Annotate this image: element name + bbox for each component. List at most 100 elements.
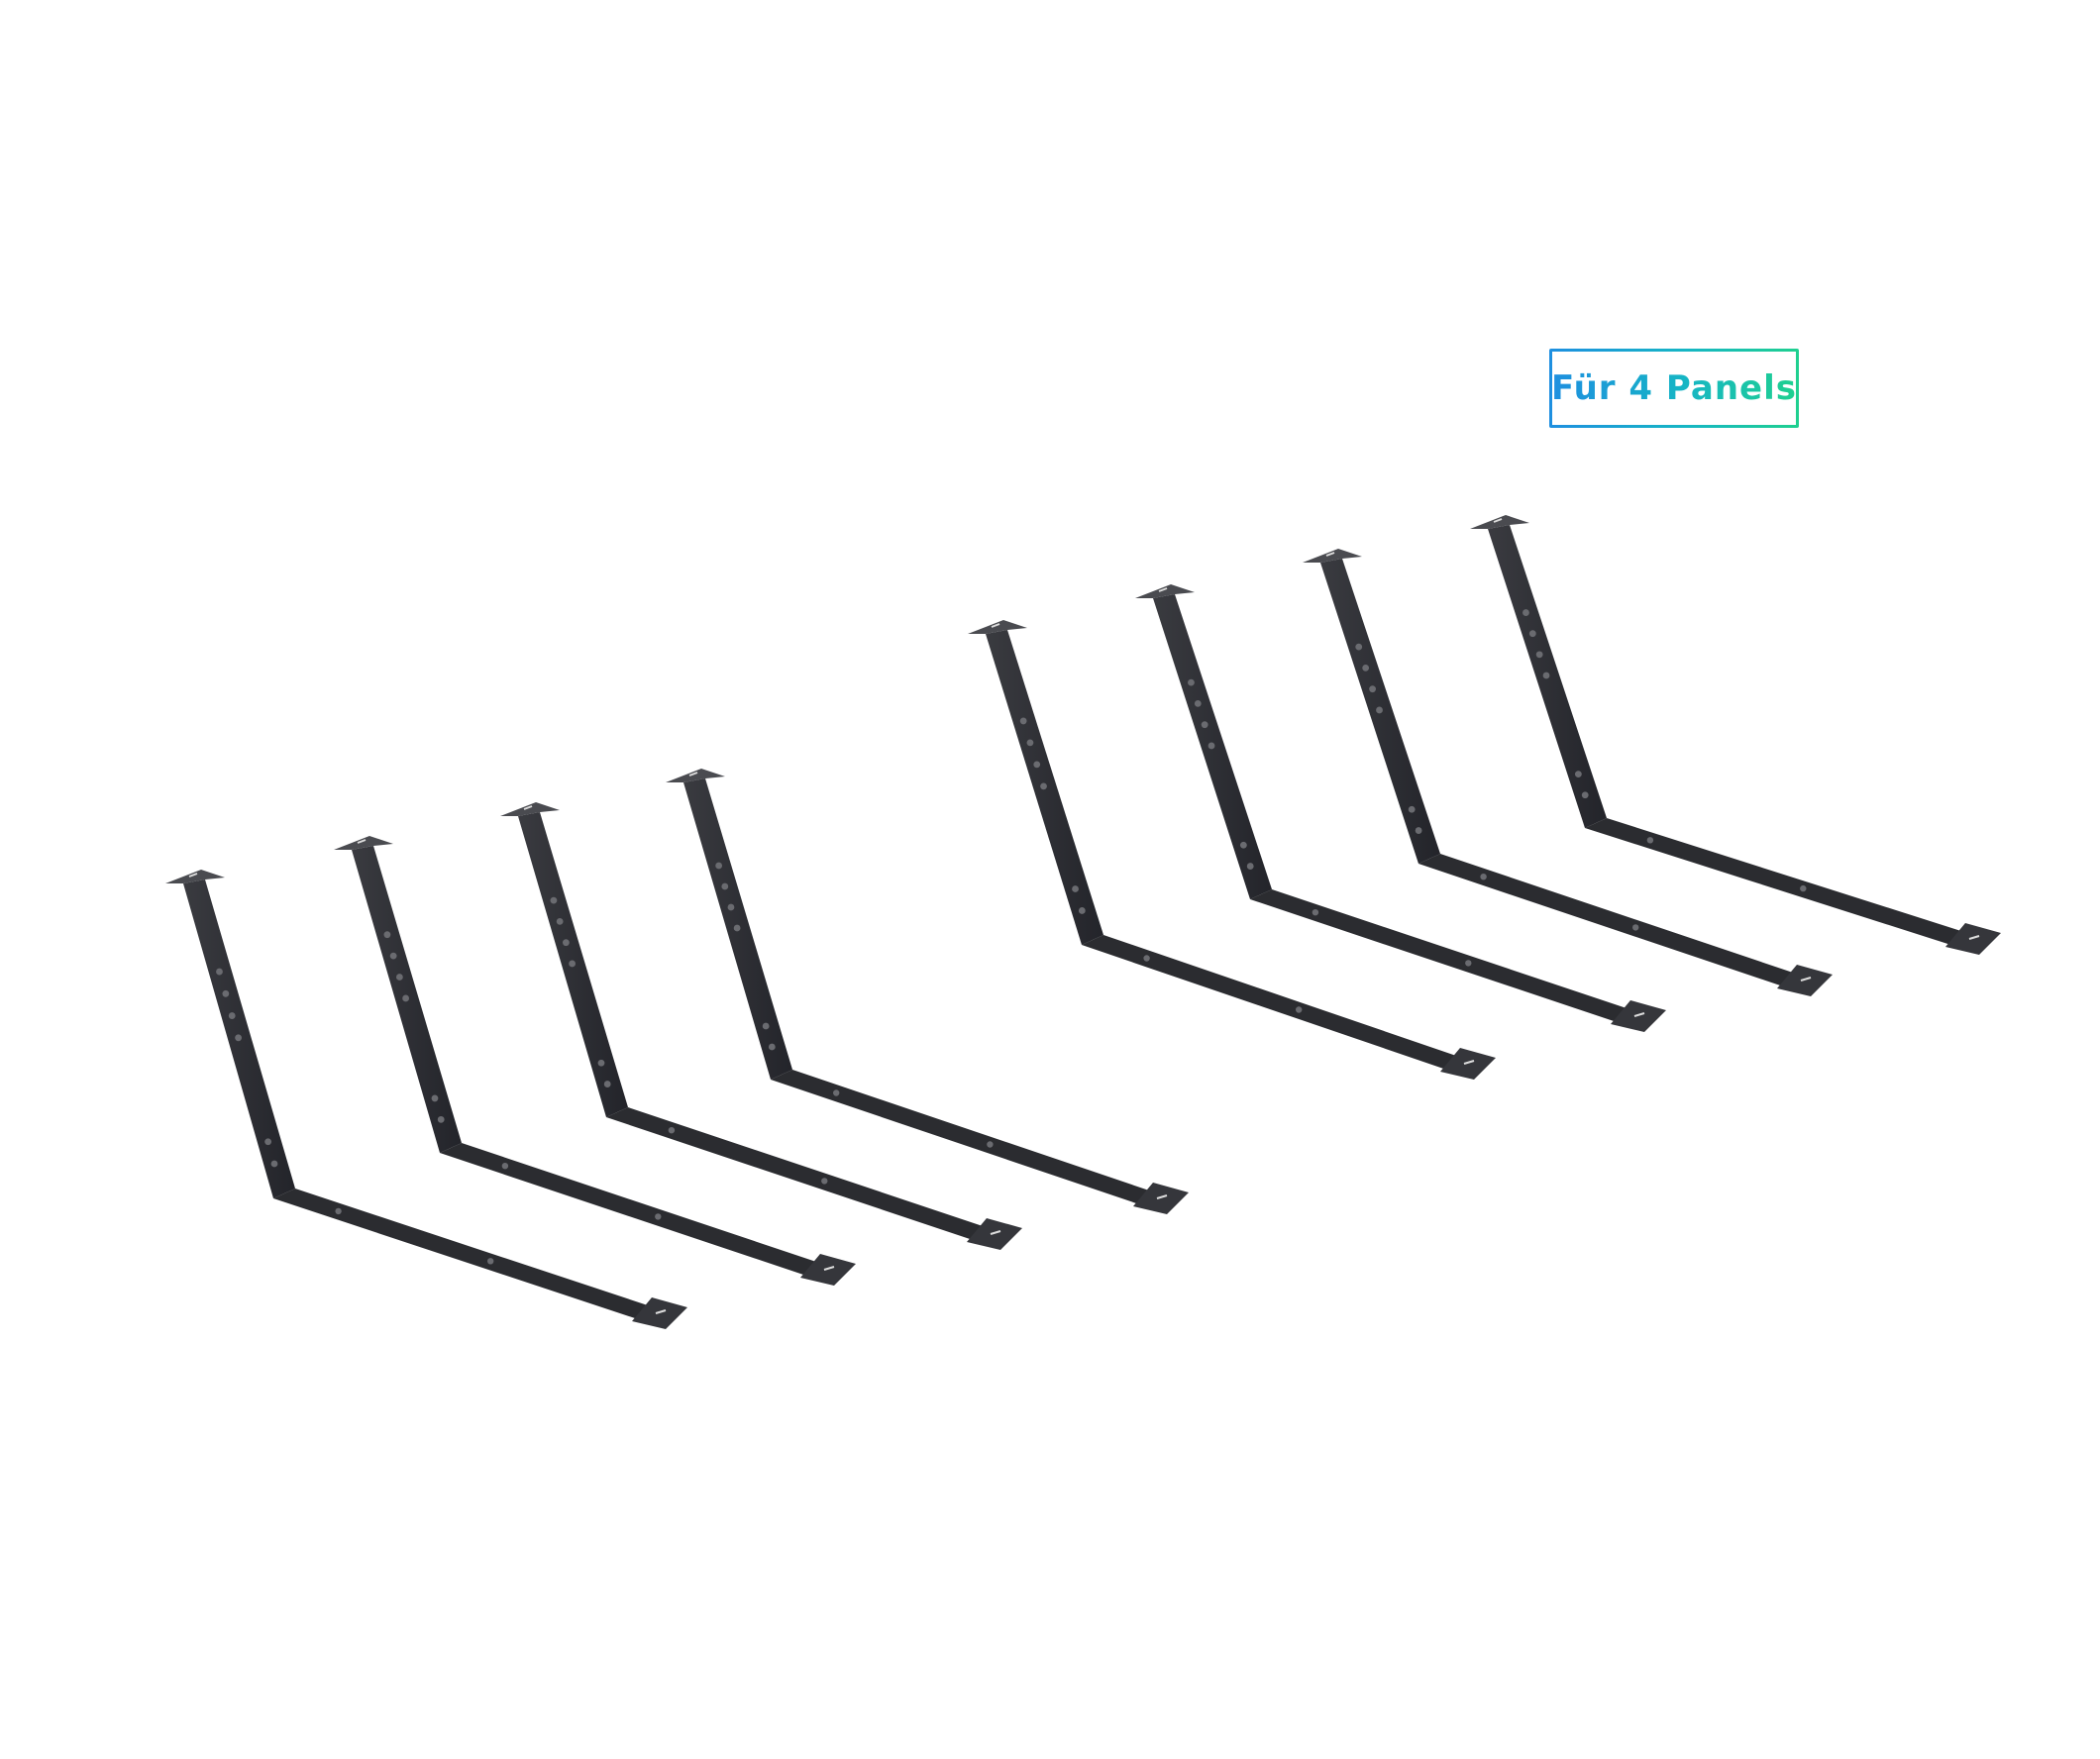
bracket-top-tab (968, 620, 1027, 634)
bracket-hole (1078, 907, 1086, 914)
bracket-hole (1581, 791, 1589, 799)
bracket-hole (1522, 609, 1529, 616)
bracket-hole (562, 939, 570, 947)
bracket-hole (1632, 924, 1639, 931)
bracket-hole (228, 1012, 236, 1019)
bracket-base (1418, 854, 1799, 990)
bracket-base (606, 1107, 989, 1244)
bracket-hole (768, 1043, 776, 1051)
bracket-hole (264, 1138, 272, 1146)
bracket-hole (335, 1207, 342, 1215)
bracket-foot-slot (990, 1230, 1001, 1235)
bracket-top-slot (523, 805, 533, 810)
bracket-foot-slot (1156, 1194, 1168, 1199)
bracket-hole (1465, 960, 1472, 967)
bracket-hole (1143, 955, 1150, 962)
bracket-foot (967, 1218, 1022, 1250)
bracket-hole (715, 862, 723, 870)
bracket-hole (1201, 721, 1208, 729)
bracket-hole (402, 994, 410, 1002)
bracket-hole (603, 1081, 611, 1087)
bracket-foot (1945, 923, 2001, 955)
bracket-hole (1574, 771, 1582, 778)
bracket-hole (1369, 685, 1376, 693)
bracket-hole (821, 1178, 828, 1185)
bracket-top-tab (1135, 584, 1195, 598)
bracket-hole (1408, 805, 1416, 813)
bracket-hole (1033, 761, 1041, 769)
bracket-foot-slot (1463, 1060, 1475, 1065)
mounting-bracket (500, 802, 1022, 1250)
bracket-base (771, 1070, 1155, 1208)
bracket-hole (1800, 884, 1807, 892)
bracket-hole (431, 1094, 439, 1102)
bracket-hole (487, 1258, 494, 1265)
bracket-hole (1355, 643, 1363, 651)
mounting-bracket (666, 769, 1189, 1214)
bracket-base (1250, 889, 1632, 1026)
bracket-foot-slot (1633, 1012, 1645, 1017)
bracket-foot (1611, 1000, 1666, 1032)
bracket-hole (1072, 885, 1079, 892)
bracket-foot (800, 1254, 856, 1286)
badge-inner: Für 4 Panels (1551, 352, 1796, 425)
bracket-top-slot (991, 623, 1000, 628)
mounting-bracket (1470, 515, 2001, 955)
bracket-hole (1415, 827, 1422, 834)
mounting-bracket (1135, 584, 1666, 1032)
bracket-top-slot (1325, 552, 1335, 557)
bracket-foot-slot (823, 1266, 835, 1271)
bracket-base (273, 1189, 654, 1323)
bracket-top-tab (1303, 549, 1362, 563)
mounting-bracket (334, 836, 856, 1286)
bracket-hole (1296, 1006, 1303, 1013)
bracket-base (1082, 935, 1462, 1074)
bracket-hole (395, 974, 403, 981)
bracket-hole (762, 1022, 770, 1030)
bracket-foot (1440, 1048, 1496, 1080)
bracket-hole (1026, 739, 1034, 747)
bracket-foot-slot (655, 1309, 667, 1314)
bracket-hole (1246, 863, 1254, 870)
bracket-hole (501, 1163, 509, 1170)
bracket-hole (1362, 665, 1370, 672)
bracket-hole (1312, 909, 1319, 916)
bracket-top-tab (334, 836, 393, 850)
bracket-top-slot (688, 772, 698, 776)
bracket-hole (727, 903, 735, 911)
bracket-hole (655, 1213, 662, 1220)
bracket-hole (569, 960, 577, 968)
bracket-hole (1194, 700, 1202, 707)
bracket-foot (1777, 965, 1833, 996)
bracket-top-slot (188, 873, 198, 878)
bracket-foot-slot (1968, 935, 1980, 940)
bracket-base (1585, 818, 1967, 949)
bracket-hole (270, 1160, 278, 1168)
bracket-top-slot (1493, 518, 1503, 523)
bracket-hole (833, 1089, 840, 1096)
bracket-top-tab (500, 802, 560, 816)
mounting-bracket (165, 870, 687, 1329)
bracket-hole (216, 968, 223, 976)
bracket-hole (389, 952, 397, 960)
bracket-hole (437, 1115, 445, 1123)
bracket-hole (222, 989, 230, 997)
bracket-hole (1528, 630, 1536, 638)
bracket-hole (733, 924, 741, 932)
bracket-hole (556, 918, 564, 925)
panel-count-badge: Für 4 Panels (1549, 349, 1799, 428)
bracket-hole (235, 1034, 242, 1042)
bracket-hole (1208, 742, 1215, 750)
bracket-hole (1480, 874, 1487, 880)
bracket-hole (1019, 717, 1027, 725)
bracket-hole (1040, 782, 1047, 790)
bracket-hole (721, 882, 729, 890)
bracket-hole (1535, 651, 1543, 659)
bracket-group (165, 515, 2001, 1329)
bracket-top-tab (1470, 515, 1529, 529)
bracket-hole (597, 1059, 605, 1067)
bracket-hole (1239, 841, 1247, 849)
bracket-hole (550, 896, 558, 904)
bracket-hole (1376, 706, 1383, 714)
